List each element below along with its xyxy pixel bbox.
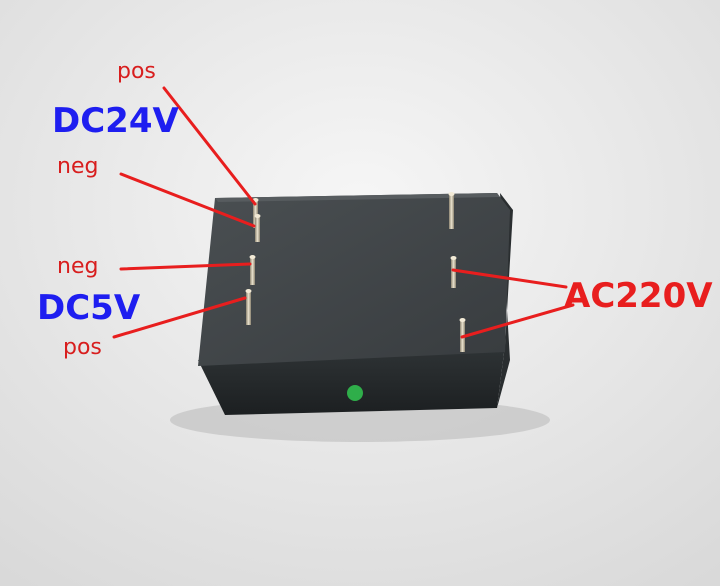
label-dc5v-pos: pos <box>63 335 102 360</box>
module-right-side <box>497 193 513 408</box>
label-ac220v: AC220V <box>564 276 713 316</box>
line-dc5v-neg <box>119 262 252 271</box>
power-module <box>198 193 513 415</box>
annotation-lines <box>112 86 575 339</box>
line-dc5v-pos <box>112 296 247 339</box>
module-top <box>198 193 510 366</box>
pin-dc5v-neg <box>249 255 256 285</box>
pin-ac-top <box>448 192 455 229</box>
line-ac-bottom <box>460 303 575 339</box>
label-dc24v-pos: pos <box>117 59 156 84</box>
line-dc24v-neg <box>119 172 256 228</box>
green-sticker <box>347 385 363 401</box>
label-dc5v: DC5V <box>37 288 141 328</box>
line-ac-mid <box>451 268 568 289</box>
label-dc24v-neg: neg <box>57 154 99 179</box>
line-dc24v-pos <box>162 86 257 206</box>
label-dc24v: DC24V <box>52 101 179 141</box>
pin-ac-mid <box>450 256 457 288</box>
label-dc5v-neg: neg <box>57 254 99 279</box>
pin-dc24v-neg <box>254 214 261 242</box>
module-top-edge <box>215 193 500 202</box>
pin-dc5v-pos <box>245 289 252 325</box>
